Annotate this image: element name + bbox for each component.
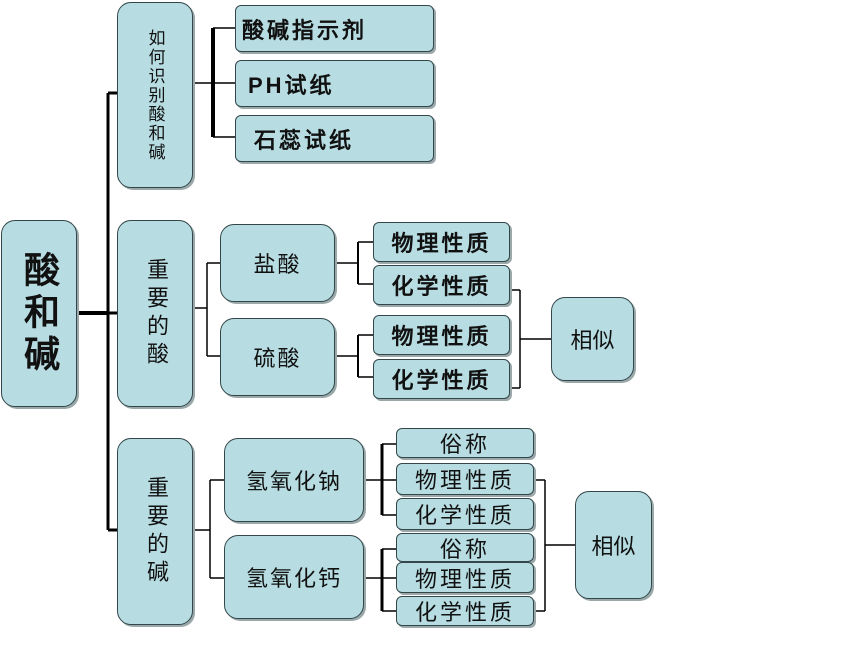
hcl-node: 盐酸 [220, 224, 335, 302]
identify-item-indicator: 酸碱指示剂 [235, 5, 434, 52]
root-node: 酸和碱 [1, 220, 77, 407]
h2so4-chemical-props: 化学性质 [373, 359, 510, 399]
h2so4-node: 硫酸 [220, 318, 335, 396]
caoh2-chemical-props: 化学性质 [396, 596, 534, 626]
caoh2-common-name: 俗称 [396, 533, 534, 563]
naoh-physical-props: 物理性质 [396, 463, 534, 495]
h2so4-physical-props: 物理性质 [373, 315, 510, 355]
caoh2-node: 氢氧化钙 [224, 535, 364, 619]
bases-node: 重要的碱 [117, 438, 193, 625]
naoh-node: 氢氧化钠 [224, 438, 364, 522]
identify-item-ph-paper: PH试纸 [235, 60, 434, 107]
identify-node: 如何识别酸和碱 [117, 2, 193, 188]
caoh2-physical-props: 物理性质 [396, 562, 534, 593]
naoh-chemical-props: 化学性质 [396, 498, 534, 530]
base-similarity-node: 相似 [575, 491, 652, 599]
hcl-physical-props: 物理性质 [373, 222, 510, 262]
acids-node: 重要的酸 [117, 220, 193, 407]
identify-item-litmus-paper: 石蕊试纸 [235, 115, 434, 162]
naoh-common-name: 俗称 [396, 428, 534, 458]
acid-similarity-node: 相似 [551, 297, 634, 381]
hcl-chemical-props: 化学性质 [373, 265, 510, 305]
